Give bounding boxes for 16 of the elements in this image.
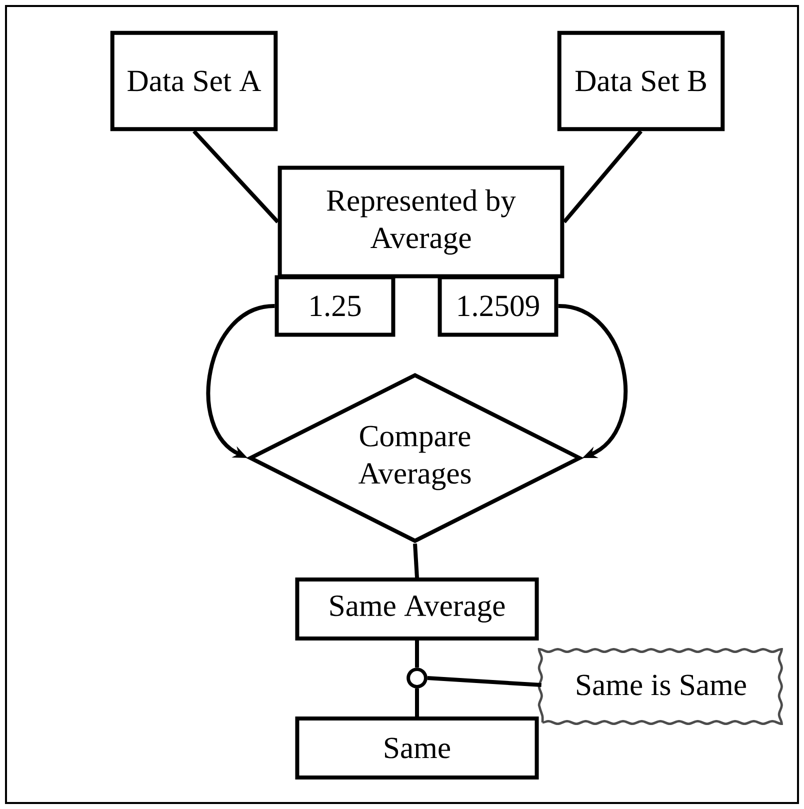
connector [192,130,280,224]
result-box: Same [295,716,539,780]
connector [206,304,276,458]
result-box: Same Average [295,578,539,640]
connector [427,676,542,687]
junction-circle [406,668,428,688]
value-box: 1.25 [274,275,396,337]
callout-cloud: Same is Same [538,648,783,726]
connector [562,130,643,224]
data-box: Data Set B [557,30,725,132]
connector [413,544,419,578]
value-box: 1.2509 [438,275,558,337]
connector [415,640,419,668]
data-box: Data Set A [110,30,278,132]
connector [558,304,628,458]
connector [415,688,419,717]
